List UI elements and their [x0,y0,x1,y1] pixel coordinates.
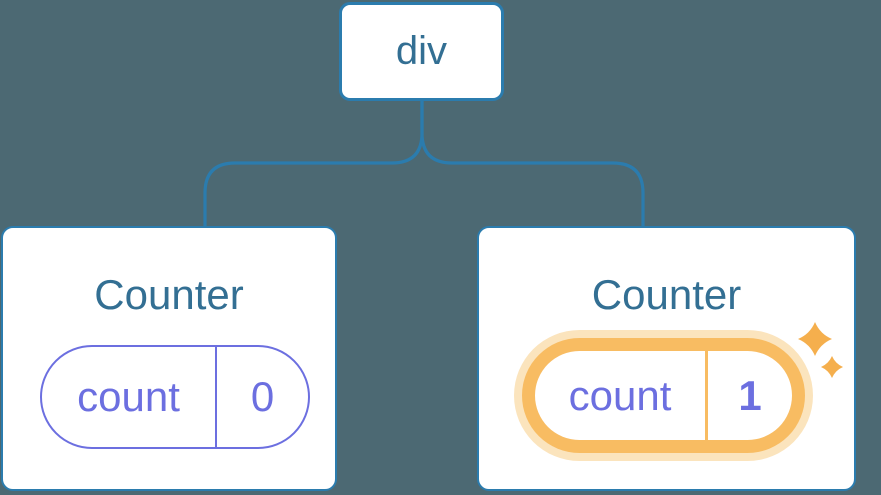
counter-card-left: Counter count 0 [1,226,337,491]
connector-right-branch [420,99,645,228]
state-name-label: count [42,347,217,447]
connector-left-branch [203,99,424,228]
state-pill: count 0 [40,345,310,449]
state-value: 0 [250,373,275,420]
card-title: Counter [94,271,244,318]
state-pill-highlight-border: count 1 [522,338,805,453]
sparkles-decoration [798,322,843,378]
root-node-label: div [395,29,448,73]
sparkle-icon [798,322,832,356]
card-title: Counter [591,271,742,318]
state-pill-highlight-glow: count 1 [514,330,813,461]
sparkle-icon [821,356,843,378]
root-node-div: div [339,2,504,101]
state-name-label: count [535,351,708,440]
state-value: 1 [738,371,762,419]
state-pill-highlighted: count 1 [535,351,792,440]
counter-card-right: Counter count 1 [477,226,856,491]
